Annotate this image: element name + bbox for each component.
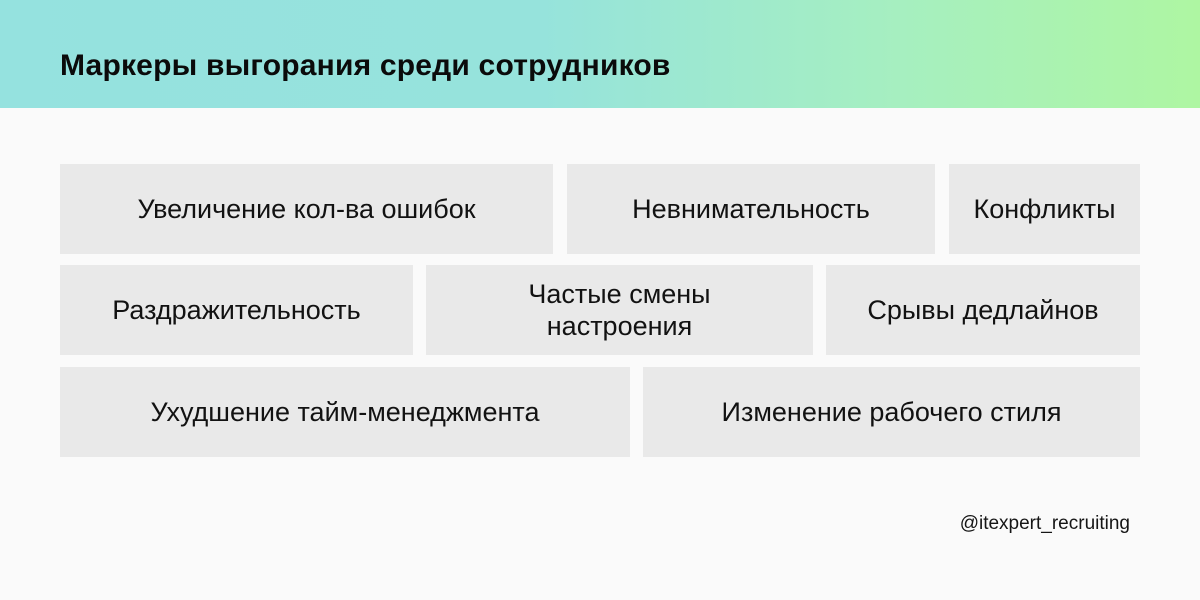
marker-missed-deadlines: Срывы дедлайнов [826,265,1140,355]
marker-time-management: Ухудшение тайм-менеджмента [60,367,630,457]
marker-inattention: Невнимательность [567,164,935,254]
marker-mood-swings: Частые смены настроения [426,265,813,355]
social-handle: @itexpert_recruiting [959,513,1130,534]
header-banner: Маркеры выгорания среди сотрудников [0,0,1200,108]
marker-work-style-change: Изменение рабочего стиля [643,367,1140,457]
marker-conflicts: Конфликты [949,164,1140,254]
page-title: Маркеры выгорания среди сотрудников [60,49,671,82]
marker-irritability: Раздражительность [60,265,413,355]
marker-errors-increase: Увеличение кол-ва ошибок [60,164,553,254]
